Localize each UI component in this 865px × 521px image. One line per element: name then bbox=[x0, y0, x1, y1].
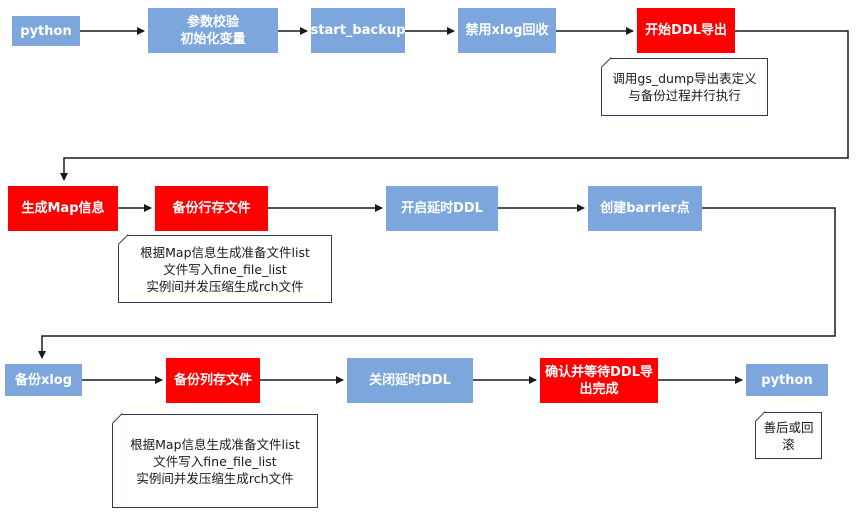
create-barrier-node: 创建barrier点 bbox=[588, 186, 702, 231]
python-end-node: python bbox=[746, 364, 828, 396]
backup-col-node: 备份列存文件 bbox=[166, 358, 260, 403]
backup-xlog-node: 备份xlog bbox=[5, 364, 82, 396]
python-start-node: python bbox=[12, 16, 80, 46]
enable-delay-ddl-node: 开启延时DDL bbox=[386, 186, 498, 231]
gen-map-node: 生成Map信息 bbox=[8, 186, 118, 231]
arrow-ddl-export-to-gen-map bbox=[60, 30, 849, 181]
param-check-node: 参数校验 初始化变量 bbox=[148, 8, 278, 53]
backup-row-node: 备份行存文件 bbox=[155, 186, 268, 231]
disable-xlog-node: 禁用xlog回收 bbox=[458, 8, 556, 53]
close-delay-ddl-node: 关闭延时DDL bbox=[347, 358, 473, 403]
confirm-ddl-node: 确认并等待DDL导 出完成 bbox=[540, 358, 658, 403]
gs-dump-note: 调用gs_dump导出表定义 与备份过程并行执行 bbox=[601, 58, 768, 116]
start-backup-node: start_backup bbox=[311, 8, 405, 53]
cleanup-note: 善后或回 滚 bbox=[755, 412, 822, 459]
start-ddl-export-node: 开始DDL导出 bbox=[637, 8, 735, 53]
arrow-barrier-to-xlog bbox=[38, 207, 836, 359]
row-files-note: 根据Map信息生成准备文件list 文件写入fine_file_list 实例间… bbox=[118, 235, 332, 303]
col-files-note: 根据Map信息生成准备文件list 文件写入fine_file_list 实例间… bbox=[112, 414, 318, 508]
